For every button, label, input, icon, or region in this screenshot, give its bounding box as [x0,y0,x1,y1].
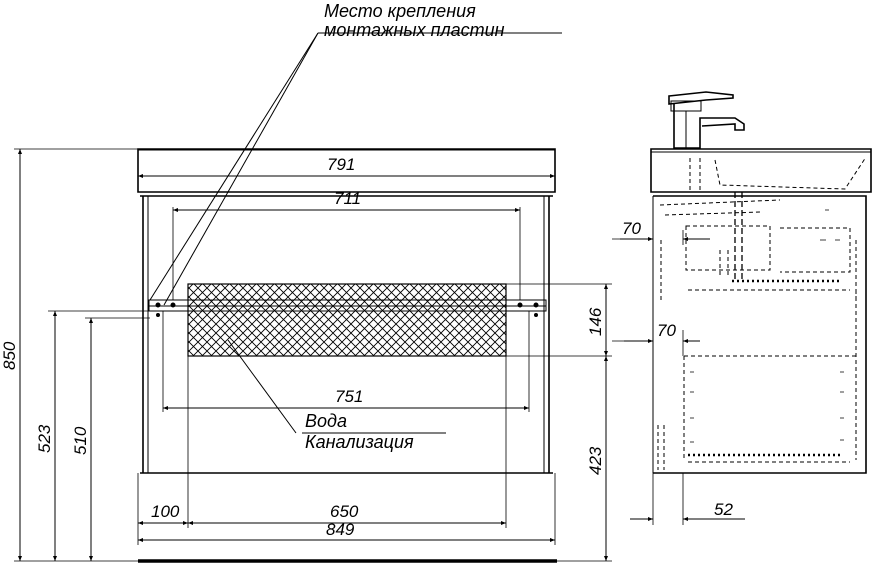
dim-70-upper: 70 [622,219,641,238]
front-view [14,32,562,563]
water-label: Вода [305,411,347,431]
mount-leader-1 [149,32,319,301]
dim-751: 751 [335,387,363,406]
water-leader [227,339,297,434]
plumbing-zone [187,283,507,357]
mount-leader-2 [163,32,319,306]
side-basin [650,148,872,193]
dim-70-lower: 70 [657,321,676,340]
side-cabinet [653,195,867,474]
dim-52: 52 [714,500,733,519]
faucet [668,91,745,149]
dim-523: 523 [35,424,54,453]
sewer-label: Канализация [305,432,414,452]
mount-label-line2: монтажных пластин [324,20,505,40]
side-siphon [734,192,743,280]
front-right-dims [506,283,612,562]
dim-849: 849 [326,520,355,539]
dim-510: 510 [71,426,90,455]
dim-146: 146 [586,307,605,336]
mount-label-line1: Место крепления [324,1,476,21]
mount-hole-left [155,302,161,308]
dim-791: 791 [327,155,355,174]
cabinet-sides [142,196,550,473]
dim-650: 650 [330,502,359,521]
dim-100: 100 [151,502,180,521]
dim-850: 850 [0,341,19,370]
dim-423: 423 [586,446,605,475]
dim-711: 711 [334,189,361,208]
mount-hole-right [517,302,523,308]
side-view [612,91,872,525]
